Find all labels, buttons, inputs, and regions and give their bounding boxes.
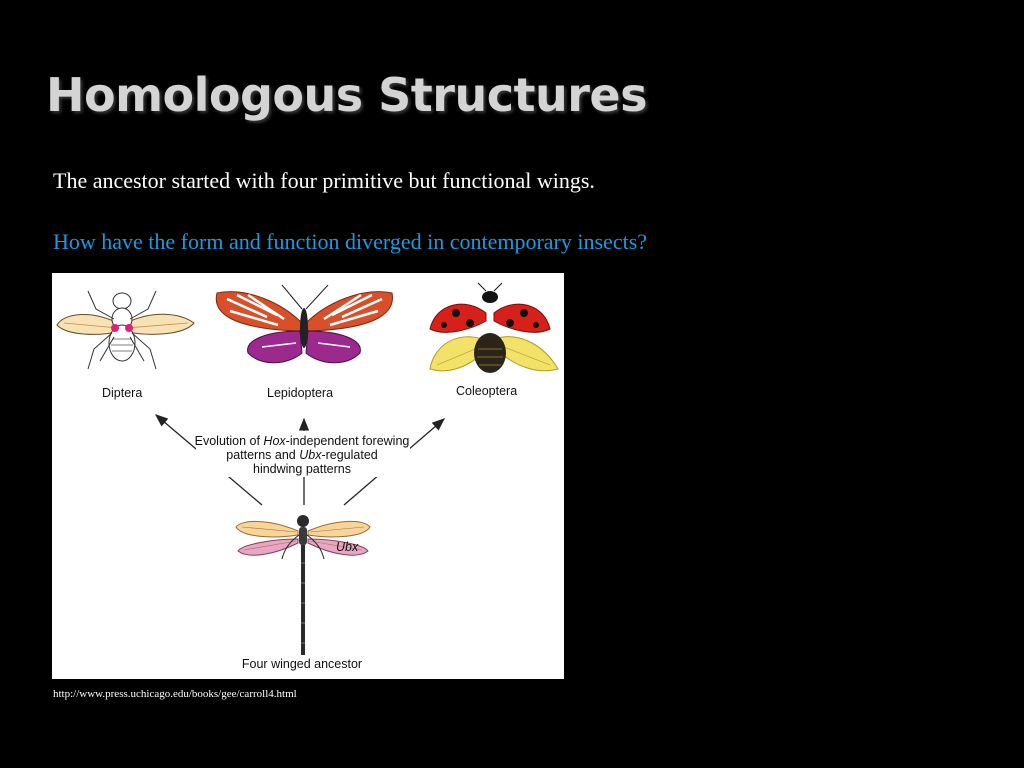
caption-line-3: hindwing patterns bbox=[253, 462, 351, 476]
label-ubx: Ubx bbox=[336, 540, 359, 554]
coleoptera-ladybug-illustration bbox=[429, 282, 559, 373]
lepidoptera-butterfly-illustration bbox=[215, 284, 393, 364]
insect-wing-evolution-figure: Diptera Lepidoptera bbox=[52, 273, 564, 679]
caption-line-2: patterns and Ubx-regulated bbox=[226, 448, 378, 462]
label-four-winged-ancestor: Four winged ancestor bbox=[242, 657, 362, 671]
label-lepidoptera: Lepidoptera bbox=[267, 386, 333, 400]
divergence-question: How have the form and function diverged … bbox=[53, 229, 648, 254]
caption-line-1: Evolution of Hox-independent forewing bbox=[195, 434, 410, 448]
diptera-fly-illustration bbox=[56, 290, 195, 370]
four-winged-ancestor-illustration bbox=[235, 515, 371, 655]
label-coleoptera: Coleoptera bbox=[456, 384, 517, 398]
source-url: http://www.press.uchicago.edu/books/gee/… bbox=[53, 688, 297, 700]
slide-title: Homologous Structures bbox=[46, 68, 648, 122]
ancestor-statement: The ancestor started with four primitive… bbox=[53, 168, 595, 193]
label-diptera: Diptera bbox=[102, 386, 142, 400]
